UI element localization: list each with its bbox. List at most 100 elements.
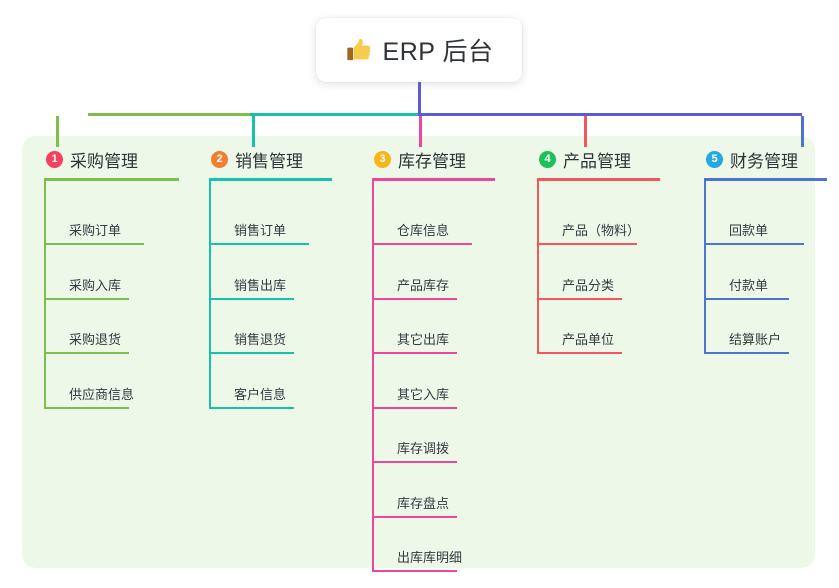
leaf-item-rule (704, 243, 804, 245)
column-title-1: 采购管理 (70, 151, 138, 171)
column-3: 3 库存管理仓库信息产品库存其它出库其它入库库存调拨库存盘点出库库明细 (362, 147, 495, 572)
leaf-item[interactable]: 采购退货 (44, 326, 157, 354)
column-1: 1 采购管理采购订单采购入库采购退货供应商信息 (34, 147, 179, 409)
leaf-item[interactable]: 客户信息 (209, 381, 322, 409)
column-5: 5 财务管理回款单付款单结算账户 (694, 147, 827, 354)
leaf-item[interactable]: 产品（物料） (537, 217, 665, 245)
leaf-item-label: 结算账户 (729, 332, 782, 347)
connector-bar-teal (250, 113, 420, 116)
leaf-item-label: 付款单 (729, 277, 769, 293)
leaf-item[interactable]: 供应商信息 (44, 381, 157, 409)
column-header-rule-3 (372, 178, 495, 181)
column-header-rule-4 (537, 178, 660, 181)
leaf-item[interactable]: 结算账户 (704, 326, 817, 354)
column-badge-2: 2 (211, 150, 228, 168)
column-badge-4: 4 (539, 150, 556, 168)
root-stem-connector (418, 82, 421, 114)
leaf-item-label: 产品单位 (562, 332, 615, 347)
column-title-3: 库存管理 (398, 151, 466, 171)
leaf-item-rule (704, 352, 789, 354)
leaf-item[interactable]: 产品单位 (537, 326, 650, 354)
column-badge-1: 1 (46, 150, 63, 168)
column-header-rule-1 (44, 178, 179, 181)
drop-connector-3 (419, 116, 422, 147)
leaf-item-rule (44, 297, 129, 300)
leaf-item-label: 供应商信息 (69, 386, 135, 402)
leaf-item-label: 产品库存 (397, 277, 450, 293)
column-header-3[interactable]: 3 库存管理 (362, 147, 466, 171)
column-header-4[interactable]: 4 产品管理 (527, 147, 631, 171)
leaf-item-rule (537, 297, 622, 300)
leaf-item-rule (209, 352, 294, 354)
column-badge-3: 3 (374, 150, 391, 168)
leaf-item-label: 库存盘点 (397, 495, 450, 511)
leaf-item-label: 库存调拨 (397, 441, 450, 456)
column-title-5: 财务管理 (730, 151, 798, 171)
leaf-item-rule (44, 406, 129, 409)
root-node-card[interactable]: ERP 后台 (316, 18, 522, 82)
leaf-item-rule (704, 297, 789, 300)
leaf-item-rule (372, 570, 457, 572)
leaf-item[interactable]: 产品分类 (537, 272, 650, 300)
leaf-item-label: 采购入库 (69, 277, 122, 293)
leaf-item-label: 仓库信息 (397, 223, 450, 238)
drop-connector-5 (801, 116, 804, 147)
leaf-item-label: 采购退货 (69, 332, 122, 347)
leaf-item-label: 产品（物料） (562, 223, 641, 238)
branch-spine-3 (372, 181, 374, 572)
leaf-item-rule (372, 352, 457, 354)
leaf-item-label: 销售退货 (234, 332, 287, 347)
leaf-item[interactable]: 销售订单 (209, 217, 337, 245)
drop-connector-1 (56, 116, 59, 147)
column-badge-5: 5 (706, 150, 723, 168)
leaf-item[interactable]: 库存盘点 (372, 490, 485, 518)
leaf-item[interactable]: 销售退货 (209, 326, 322, 354)
branch-spine-5 (704, 181, 706, 354)
leaf-item[interactable]: 其它出库 (372, 326, 485, 354)
leaf-item-rule (537, 352, 622, 354)
drop-connector-4 (584, 116, 587, 147)
leaf-item-rule (209, 297, 294, 300)
leaf-item-label: 回款单 (729, 223, 769, 238)
column-4: 4 产品管理产品（物料） 产品分类产品单位 (527, 147, 660, 354)
leaf-item[interactable]: 出库库明细 (372, 544, 485, 572)
column-header-5[interactable]: 5 财务管理 (694, 147, 798, 171)
leaf-item[interactable]: 采购订单 (44, 217, 172, 245)
leaf-item[interactable]: 产品库存 (372, 272, 485, 300)
branch-spine-2 (209, 181, 211, 409)
drop-connector-2 (252, 116, 255, 147)
leaf-item[interactable]: 回款单 (704, 217, 832, 245)
leaf-item-rule (209, 406, 294, 409)
leaf-item[interactable]: 其它入库 (372, 381, 485, 409)
leaf-item-rule (372, 515, 457, 518)
connector-bar-green (88, 113, 252, 116)
leaf-item-label: 销售订单 (234, 223, 287, 238)
leaf-item-label: 销售出库 (234, 277, 287, 293)
leaf-item-label: 其它出库 (397, 332, 450, 347)
leaf-item[interactable]: 仓库信息 (372, 217, 500, 245)
leaf-item[interactable]: 付款单 (704, 272, 817, 300)
leaf-item-rule (372, 406, 457, 409)
leaf-item-rule (372, 297, 457, 300)
leaf-item-label: 其它入库 (397, 386, 450, 402)
leaf-item-rule (537, 243, 637, 245)
leaf-item-rule (372, 461, 457, 463)
thumbs-up-icon (346, 39, 370, 61)
leaf-item-label: 出库库明细 (397, 550, 463, 565)
leaf-item-rule (209, 243, 309, 245)
root-node-title: ERP 后台 (382, 38, 494, 66)
leaf-item[interactable]: 采购入库 (44, 272, 157, 300)
column-title-4: 产品管理 (563, 151, 631, 171)
branch-spine-1 (44, 181, 46, 409)
leaf-item-rule (372, 243, 472, 245)
column-header-rule-2 (209, 178, 332, 181)
column-header-1[interactable]: 1 采购管理 (34, 147, 138, 171)
leaf-item[interactable]: 销售出库 (209, 272, 322, 300)
connector-bar-purple (418, 113, 802, 116)
leaf-item-rule (44, 243, 144, 245)
leaf-item-rule (44, 352, 129, 354)
leaf-item[interactable]: 库存调拨 (372, 435, 485, 463)
